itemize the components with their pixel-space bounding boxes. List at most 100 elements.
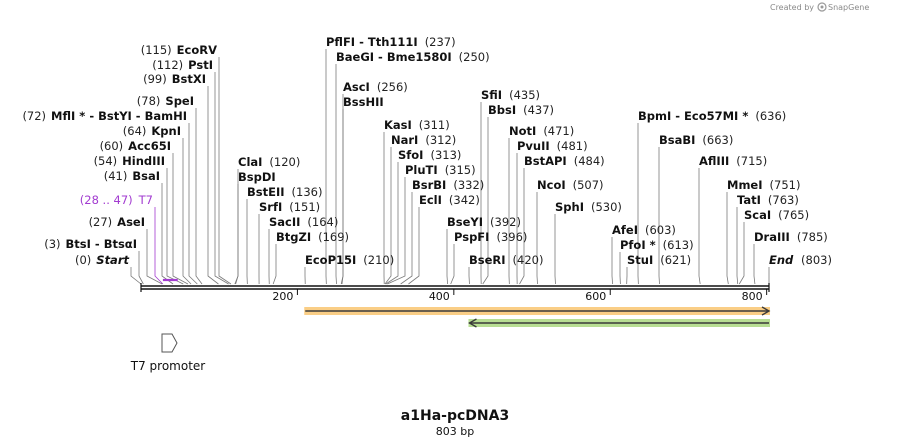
site-pos-sfoi: (313) bbox=[430, 148, 461, 162]
leader-bspdi bbox=[235, 184, 239, 285]
site-name-bpmi: BpmI - Eco57MI * bbox=[638, 109, 748, 123]
site-label-bstapi: BstAPI (484) bbox=[524, 154, 605, 168]
leader-btgzi bbox=[272, 244, 277, 285]
site-pos-afliii: (715) bbox=[736, 154, 767, 168]
site-label-nari: NarI(312) bbox=[391, 133, 456, 147]
site-pos-kpni: (64) bbox=[123, 124, 147, 138]
leader-scai bbox=[738, 222, 745, 285]
site-label-srfi: SrfI(151) bbox=[259, 200, 320, 214]
site-label-stui: StuI(621) bbox=[627, 253, 691, 267]
leader-pluti bbox=[387, 177, 406, 285]
leader-clai bbox=[234, 169, 239, 285]
site-name-ecop15i: EcoP15I bbox=[305, 253, 356, 267]
leader-psti bbox=[214, 72, 229, 285]
site-pos-noti: (471) bbox=[543, 124, 574, 138]
site-label-start: Start (0) bbox=[75, 253, 130, 267]
site-name-afei: AfeI bbox=[612, 223, 638, 237]
greenBar-arrowhead-icon bbox=[468, 318, 477, 328]
site-name-clai: ClaI bbox=[238, 155, 262, 169]
site-pos-asci: (256) bbox=[377, 80, 408, 94]
site-pos-mfli: (72) bbox=[22, 109, 46, 123]
site-name-mmei: MmeI bbox=[727, 178, 763, 192]
site-label-ecli: EclI (342) bbox=[419, 193, 480, 207]
leader-spei bbox=[195, 108, 203, 285]
site-label-bsai: BsaI (41) bbox=[104, 169, 160, 183]
site-name-bsteii: BstEII bbox=[247, 185, 285, 199]
site-label-bbsi: BbsI (437) bbox=[488, 103, 554, 117]
site-pos-bsabi: (663) bbox=[702, 133, 733, 147]
site-name-mfli: MflI * - BstYI - BamHI bbox=[51, 109, 187, 123]
site-label-sphi: SphI(530) bbox=[555, 200, 622, 214]
site-name-kasi: KasI bbox=[384, 118, 412, 132]
site-label-clai: ClaI(120) bbox=[238, 155, 300, 169]
site-name-asci: AscI bbox=[343, 80, 370, 94]
site-pos-bstapi: (484) bbox=[574, 154, 605, 168]
site-pos-baegi: (250) bbox=[459, 50, 490, 64]
site-label-hindiii: HindIII(54) bbox=[94, 154, 165, 168]
site-name-sfoi: SfoI bbox=[398, 148, 423, 162]
site-label-kasi: KasI(311) bbox=[384, 118, 450, 132]
site-label-pvuii: PvuII(481) bbox=[517, 139, 588, 153]
site-pos-bpmi: (636) bbox=[755, 109, 786, 123]
site-label-scai: ScaI(765) bbox=[744, 208, 809, 222]
site-pos-bsai: (41) bbox=[104, 169, 128, 183]
site-pos-bseri: (420) bbox=[513, 253, 544, 267]
site-pos-start: (0) bbox=[75, 253, 91, 267]
site-label-ecorv: EcoRV(115) bbox=[141, 43, 217, 57]
site-pos-ecop15i: (210) bbox=[363, 253, 394, 267]
site-label-sacii: SacII(164) bbox=[269, 215, 338, 229]
site-name-bsai: BsaI bbox=[132, 169, 160, 183]
credit-brand: SnapGene bbox=[828, 3, 869, 12]
site-label-draiii: DraIII(785) bbox=[754, 230, 828, 244]
site-name-bstapi: BstAPI bbox=[524, 154, 567, 168]
site-pos-pluti: (315) bbox=[445, 163, 476, 177]
site-name-nari: NarI bbox=[391, 133, 418, 147]
site-label-asci: AscI (256) bbox=[343, 80, 408, 94]
site-name-srfi: SrfI bbox=[259, 200, 282, 214]
tick-label-200: 200 bbox=[272, 290, 293, 303]
green-feature-arrow bbox=[468, 318, 770, 328]
site-pos-acc65i: (60) bbox=[100, 139, 124, 153]
leader-bbsi bbox=[482, 117, 489, 285]
snapgene-logo-icon bbox=[817, 2, 827, 12]
leader-bstxi bbox=[207, 86, 219, 285]
site-label-mmei: MmeI(751) bbox=[727, 178, 800, 192]
site-name-asei: AseI bbox=[117, 215, 145, 229]
leader-afliii bbox=[698, 168, 701, 285]
site-name-sfii: SfiI bbox=[481, 88, 502, 102]
site-pos-draiii: (785) bbox=[797, 230, 828, 244]
leader-draiii bbox=[753, 244, 756, 285]
site-pos-bbsi: (437) bbox=[523, 103, 554, 117]
leader-nari bbox=[384, 147, 392, 285]
site-name-psti: PstI bbox=[188, 58, 213, 72]
site-label-bsshii: BssHII bbox=[343, 95, 384, 109]
site-name-ecli: EclI bbox=[419, 193, 442, 207]
site-name-start: Start bbox=[96, 253, 129, 267]
site-labels: Start(0)BtsI - BtsαI(3)AseI(27)T7(28 .. … bbox=[22, 35, 832, 267]
tick-label-800: 800 bbox=[742, 290, 763, 303]
site-label-bspdi: BspDI bbox=[238, 170, 276, 184]
site-name-end: End bbox=[769, 253, 794, 267]
site-label-btgzi: BtgZI(169) bbox=[276, 230, 349, 244]
site-pos-asei: (27) bbox=[89, 215, 113, 229]
site-pos-ecli: (342) bbox=[449, 193, 480, 207]
leader-start bbox=[130, 267, 142, 285]
leader-afei bbox=[611, 237, 613, 285]
site-pos-end: (803) bbox=[801, 253, 832, 267]
site-pos-ncoi: (507) bbox=[573, 178, 604, 192]
tick-label-600: 600 bbox=[585, 290, 606, 303]
site-label-baegi: BaeGI - Bme1580I (250) bbox=[336, 50, 490, 64]
t7-promoter-arrow-icon bbox=[161, 333, 178, 353]
site-name-afliii: AflIII bbox=[699, 154, 729, 168]
site-name-baegi: BaeGI - Bme1580I bbox=[336, 50, 452, 64]
site-name-ncoi: NcoI bbox=[537, 178, 566, 192]
site-name-bbsi: BbsI bbox=[488, 103, 516, 117]
site-pos-afei: (603) bbox=[645, 223, 676, 237]
site-name-spei: SpeI bbox=[165, 94, 194, 108]
site-label-bpmi: BpmI - Eco57MI * (636) bbox=[638, 109, 786, 123]
site-pos-tati: (763) bbox=[768, 193, 799, 207]
leader-btsi bbox=[138, 251, 144, 285]
site-name-scai: ScaI bbox=[744, 208, 771, 222]
tick-label-400: 400 bbox=[429, 290, 450, 303]
